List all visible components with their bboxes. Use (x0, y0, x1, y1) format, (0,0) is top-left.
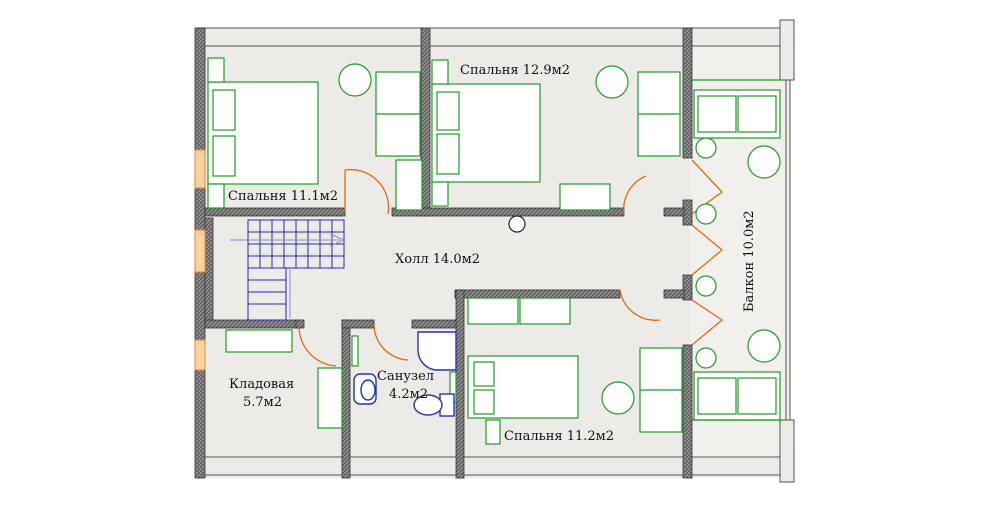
label-bathroom-name: Санузел (377, 369, 434, 384)
label-bathroom-area: 4.2м2 (389, 387, 428, 402)
label-bedroom-top-left: Спальня 11.1м2 (228, 189, 338, 204)
label-balcony: Балкон 10.0м2 (742, 210, 757, 312)
plumbing (353, 331, 457, 417)
label-storage-name: Кладовая (229, 377, 294, 392)
windows (194, 149, 206, 371)
toilet-bowl (413, 394, 443, 416)
label-hall: Холл 14.0м2 (395, 252, 480, 267)
stairs (230, 219, 346, 321)
furniture (207, 57, 786, 445)
plant-top-left (338, 63, 372, 97)
label-storage-area: 5.7м2 (243, 395, 282, 410)
label-bedroom-bottom: Спальня 11.2м2 (504, 429, 614, 444)
label-bedroom-top-mid: Спальня 12.9м2 (460, 63, 570, 78)
shower (417, 331, 457, 371)
labels: Спальня 11.1м2 Спальня 12.9м2 Холл 14.0м… (228, 63, 757, 444)
